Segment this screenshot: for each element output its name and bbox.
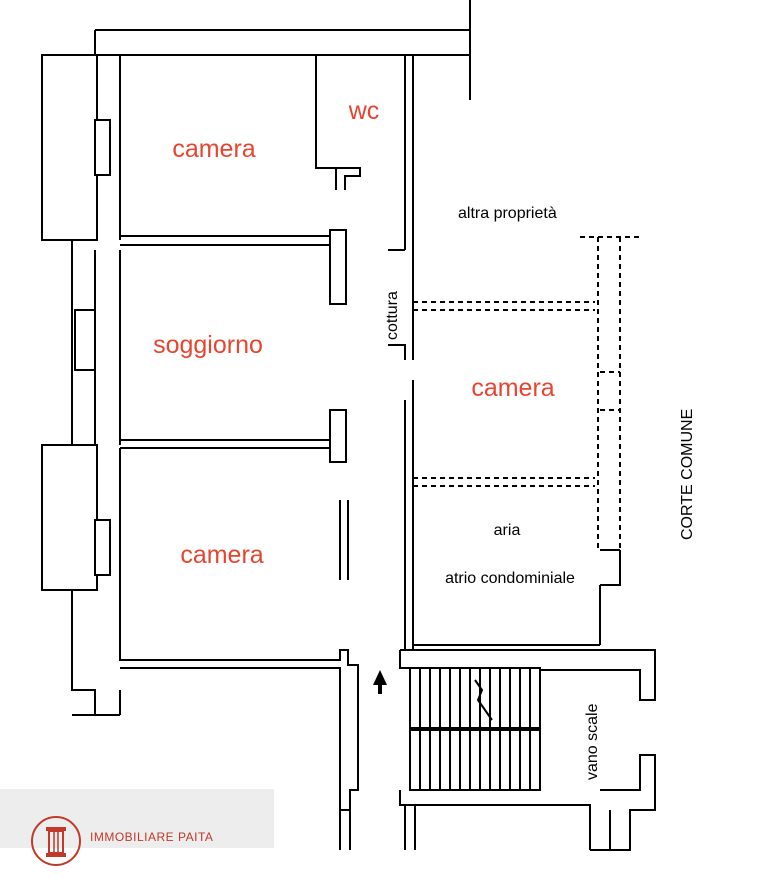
room-label-wc: wc	[348, 97, 380, 125]
room-label-camera-top: camera	[172, 135, 255, 163]
room-label-soggiorno: soggiorno	[153, 331, 263, 359]
note-corte-comune: CORTE COMUNE	[679, 409, 696, 540]
brand-name: IMMOBILIARE PAITA	[90, 830, 214, 844]
entrance-arrow-icon	[373, 670, 387, 694]
room-label-cottura: cottura	[384, 291, 401, 340]
note-atrio: atrio condominiale	[445, 570, 575, 587]
stairs	[409, 667, 541, 791]
note-altra-proprieta: altra proprietà	[458, 205, 557, 222]
room-label-camera-right: camera	[471, 374, 554, 402]
walls	[41, 0, 656, 851]
note-vano-scale: vano scale	[584, 703, 601, 780]
room-label-camera-bottom: camera	[180, 541, 263, 569]
note-aria: aria	[494, 522, 521, 539]
column-logo-icon	[31, 816, 81, 866]
